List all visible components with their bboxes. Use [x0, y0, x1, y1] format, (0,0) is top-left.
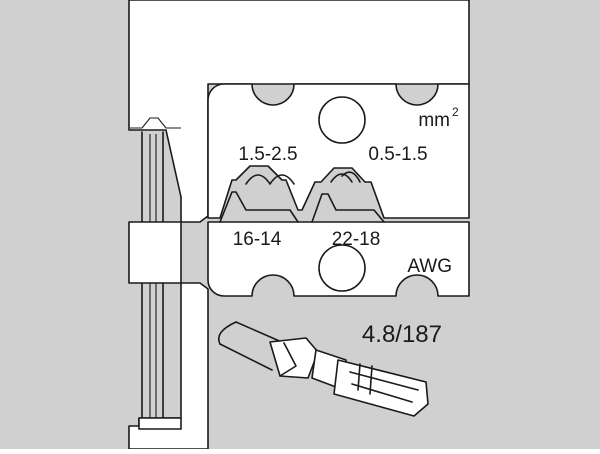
metric-unit-exponent: 2: [452, 105, 459, 119]
die-hole-upper: [318, 96, 366, 144]
awg-range-right: 22-18: [332, 229, 381, 250]
awg-unit-label: AWG: [407, 256, 452, 277]
terminal-illustration: [217, 321, 429, 417]
upper-die: [207, 83, 470, 219]
die-hole-lower: [318, 244, 366, 292]
lower-die: [207, 191, 470, 297]
metric-unit-label: mm: [418, 110, 450, 131]
metric-range-right: 0.5-1.5: [368, 144, 427, 165]
locking-pin: [128, 131, 182, 430]
terminal-size-label: 4.8/187: [362, 321, 442, 348]
metric-range-left: 1.5-2.5: [238, 144, 297, 165]
die-holder-frame: [128, 0, 470, 450]
awg-range-left: 16-14: [233, 229, 282, 250]
